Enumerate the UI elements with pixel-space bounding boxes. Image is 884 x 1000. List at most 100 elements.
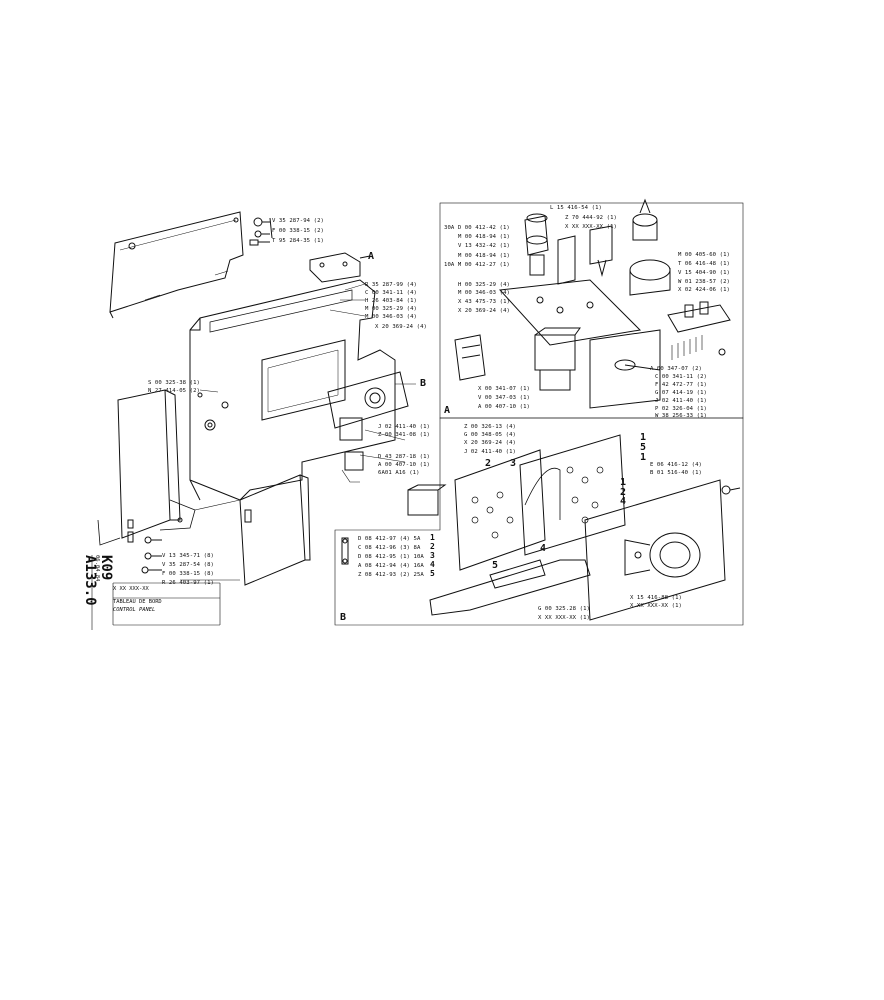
number-marker: 5 xyxy=(640,442,647,453)
fuse-ref: Z 08 412-93 (2) 25A xyxy=(358,572,424,578)
callout: X XX XXX-XX (1) xyxy=(565,224,618,230)
callout: R 35 287-99 (4) xyxy=(365,282,418,288)
callout: Z 70 444-92 (1) xyxy=(565,215,618,221)
leader-lines-left xyxy=(180,283,416,581)
callout: S 00 325-38 (1) xyxy=(148,380,201,386)
reference-number: X XX XXX-XX xyxy=(113,586,149,592)
callout: D 43 287-18 (1) xyxy=(378,454,431,460)
panel-a-drawing xyxy=(454,198,731,409)
fuse-ref: C 08 412-96 (3) 8A xyxy=(358,545,421,551)
screw-group-bottom xyxy=(141,536,162,574)
callout: F 42 472-77 (1) xyxy=(655,382,708,388)
callout: M 00 405-60 (1) xyxy=(678,252,731,258)
title-block-lines xyxy=(91,555,221,630)
callout: V 15 404-90 (1) xyxy=(678,270,731,276)
callout: 6A01 A16 (1) xyxy=(378,470,420,476)
callout: F 00 338-15 (2) xyxy=(272,228,325,234)
callout: M 00 325-29 (4) xyxy=(365,306,418,312)
title-block: X XX XXX-XX TABLEAU DE BORD CONTROL PANE… xyxy=(113,583,219,625)
callout: T 06 416-48 (1) xyxy=(678,261,731,267)
number-marker: 2 xyxy=(620,487,627,498)
frame-b xyxy=(334,417,744,626)
callout: L 15 416-54 (1) xyxy=(550,205,603,211)
callout: X 20 369-24 (4) xyxy=(375,324,428,330)
callout: Z 00 326-13 (4) xyxy=(464,424,517,430)
panel-b-drawing xyxy=(341,434,741,621)
fuse-ref: D 08 412-97 (4) 5A xyxy=(358,536,421,542)
callout: J 02 411-40 (1) xyxy=(464,449,517,455)
number-marker: 1 xyxy=(640,432,647,443)
fuse-ref: A 08 412-94 (4) 16A xyxy=(358,563,424,569)
callout: X 00 341-07 (1) xyxy=(478,386,531,392)
number-marker: 2 xyxy=(485,458,492,469)
number-marker: 5 xyxy=(492,560,499,571)
fuse-num: 5 xyxy=(430,569,435,578)
number-marker: 4 xyxy=(540,543,547,554)
callout: X 43 475-73 (1) xyxy=(458,299,511,305)
callout: 30A D 00 412-42 (1) xyxy=(444,225,510,231)
lower-cover-plate xyxy=(239,474,306,586)
callout: M 00 418-94 (1) xyxy=(458,253,511,259)
frame-b-label: B xyxy=(340,612,347,623)
callout: J 02 411-40 (1) xyxy=(378,424,431,430)
instrument-carrier xyxy=(327,371,409,483)
callout: H 26 403-84 (1) xyxy=(365,298,418,304)
callout: T 95 284-35 (1) xyxy=(272,238,325,244)
number-marker: 3 xyxy=(510,458,517,469)
callout: X 02 424-06 (1) xyxy=(678,287,731,293)
callout: M 00 418-94 (1) xyxy=(458,234,511,240)
number-marker: 1 xyxy=(640,452,647,463)
callout: G 00 348-05 (4) xyxy=(464,432,517,438)
callout: M 00 346-03 (4) xyxy=(365,314,418,320)
callout: M 00 346-03 (4) xyxy=(458,290,511,296)
side-bracket-left xyxy=(97,389,196,546)
callout: E 06 416-12 (4) xyxy=(650,462,703,468)
callout: A 00 347-07 (2) xyxy=(650,366,703,372)
number-marker: 1 xyxy=(620,477,627,488)
callout: V 13 345-71 (8) xyxy=(162,553,215,559)
fuse-num: 3 xyxy=(430,551,435,560)
callout: C 00 341-11 (4) xyxy=(365,290,418,296)
callout: A 00 407-10 (1) xyxy=(378,462,431,468)
document-code: K09 A133.0 06.04.84 xyxy=(82,555,114,606)
callout: H 00 325-29 (4) xyxy=(458,282,511,288)
number-marker: 4 xyxy=(620,496,627,507)
callout: X 20 369-24 (4) xyxy=(458,308,511,314)
fuse-num: 1 xyxy=(430,533,435,542)
top-cover-plate xyxy=(109,211,244,313)
callout: V 13 432-42 (1) xyxy=(458,243,511,249)
marker-b: B xyxy=(420,378,427,389)
callout: X XX XXX-XX (1) xyxy=(538,615,591,621)
callout: B 01 516-40 (1) xyxy=(650,470,703,476)
bracket-a xyxy=(309,252,361,283)
fuse-num: 4 xyxy=(430,560,435,569)
title-french: TABLEAU DE BORD xyxy=(113,599,162,605)
title-english: CONTROL PANEL xyxy=(113,607,156,613)
screw-group-top xyxy=(249,217,273,246)
callout: Z 00 341-08 (1) xyxy=(378,432,431,438)
callout: W 38 256-33 (1) xyxy=(655,413,708,419)
callout: F 00 338-15 (8) xyxy=(162,571,215,577)
callout: A 00 407-10 (1) xyxy=(478,404,531,410)
relay-block xyxy=(407,489,439,516)
callout: V 35 287-94 (2) xyxy=(272,218,325,224)
callout: X XX XXX-XX (1) xyxy=(630,603,683,609)
fuse-ref: D 08 412-95 (1) 10A xyxy=(358,554,424,560)
callout: P 02 326-04 (1) xyxy=(655,406,708,412)
callout: X 15 416-88 (1) xyxy=(630,595,683,601)
callout: C 00 341-11 (2) xyxy=(655,374,708,380)
callout: 10A M 00 412-27 (1) xyxy=(444,262,510,268)
marker-a: A xyxy=(368,251,375,262)
callout: G 00 325.28 (1) xyxy=(538,606,591,612)
callout: G 07 414-19 (1) xyxy=(655,390,708,396)
callout: W 01 238-57 (2) xyxy=(678,279,731,285)
frame-a-label: A xyxy=(444,405,451,416)
callout: X 20 369-24 (4) xyxy=(464,440,517,446)
callout: R 26 403-97 (1) xyxy=(162,580,215,586)
callout: V 35 287-54 (8) xyxy=(162,562,215,568)
callout: V 00 347-03 (1) xyxy=(478,395,531,401)
callout: N 27 414-05 (2) xyxy=(148,388,201,394)
fuse-num: 2 xyxy=(430,542,435,551)
